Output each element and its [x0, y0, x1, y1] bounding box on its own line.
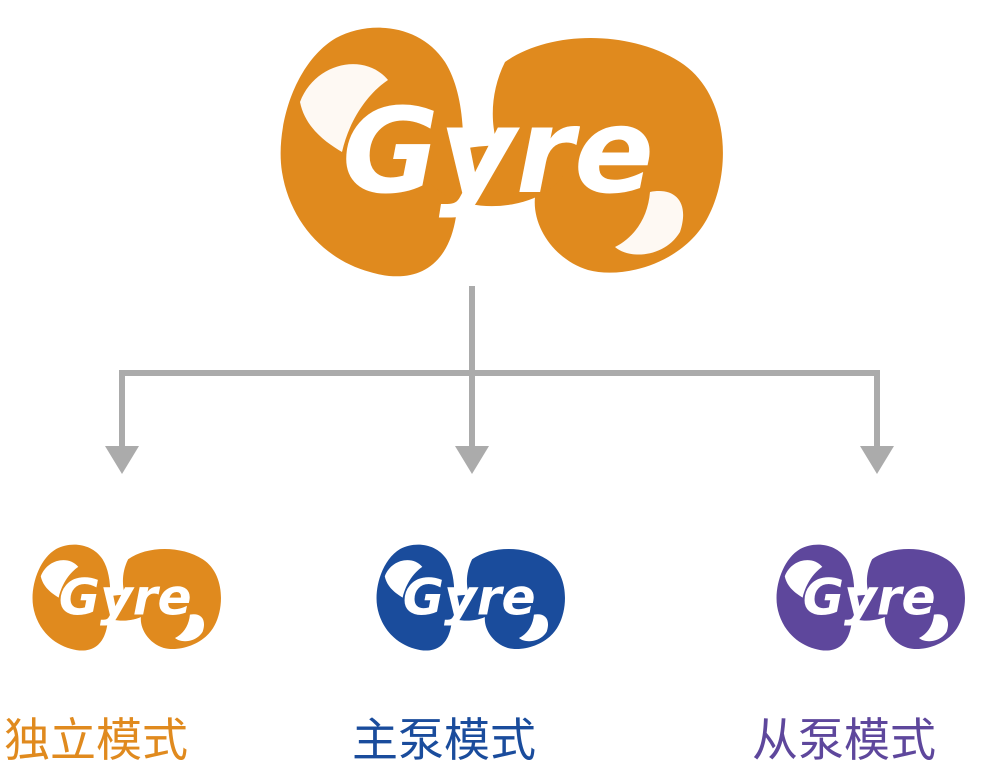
arrow-down-icon-left [105, 446, 139, 474]
branch-line-left [119, 370, 125, 450]
gyre-logo-standalone: Gyre [32, 544, 221, 651]
arrow-down-icon-right [860, 446, 894, 474]
mode-label-standalone: 独立模式 [4, 713, 188, 767]
gyre-logo-main: Gyre [280, 27, 723, 277]
logo-wordmark: Gyre [342, 82, 654, 220]
logo-wordmark: Gyre [403, 568, 536, 627]
gyre-logo-master: Gyre [376, 544, 565, 651]
branch-line-right [874, 370, 880, 450]
logo-wordmark: Gyre [59, 568, 192, 627]
logo-cutout-icon [40, 560, 205, 642]
arrow-down-icon-center [455, 446, 489, 474]
horizontal-line [119, 370, 880, 376]
gyre-logo-slave: Gyre [776, 544, 965, 651]
logo-wordmark: Gyre [803, 568, 936, 627]
trunk-line [469, 286, 475, 451]
logo-cutout-icon [384, 560, 549, 642]
mode-label-master: 主泵模式 [352, 713, 536, 767]
logo-cutout-icon [784, 560, 949, 642]
connector-lines [119, 286, 880, 451]
logo-cutout-icon [300, 64, 684, 255]
arrowheads [105, 446, 894, 474]
mode-label-slave: 从泵模式 [752, 713, 936, 767]
